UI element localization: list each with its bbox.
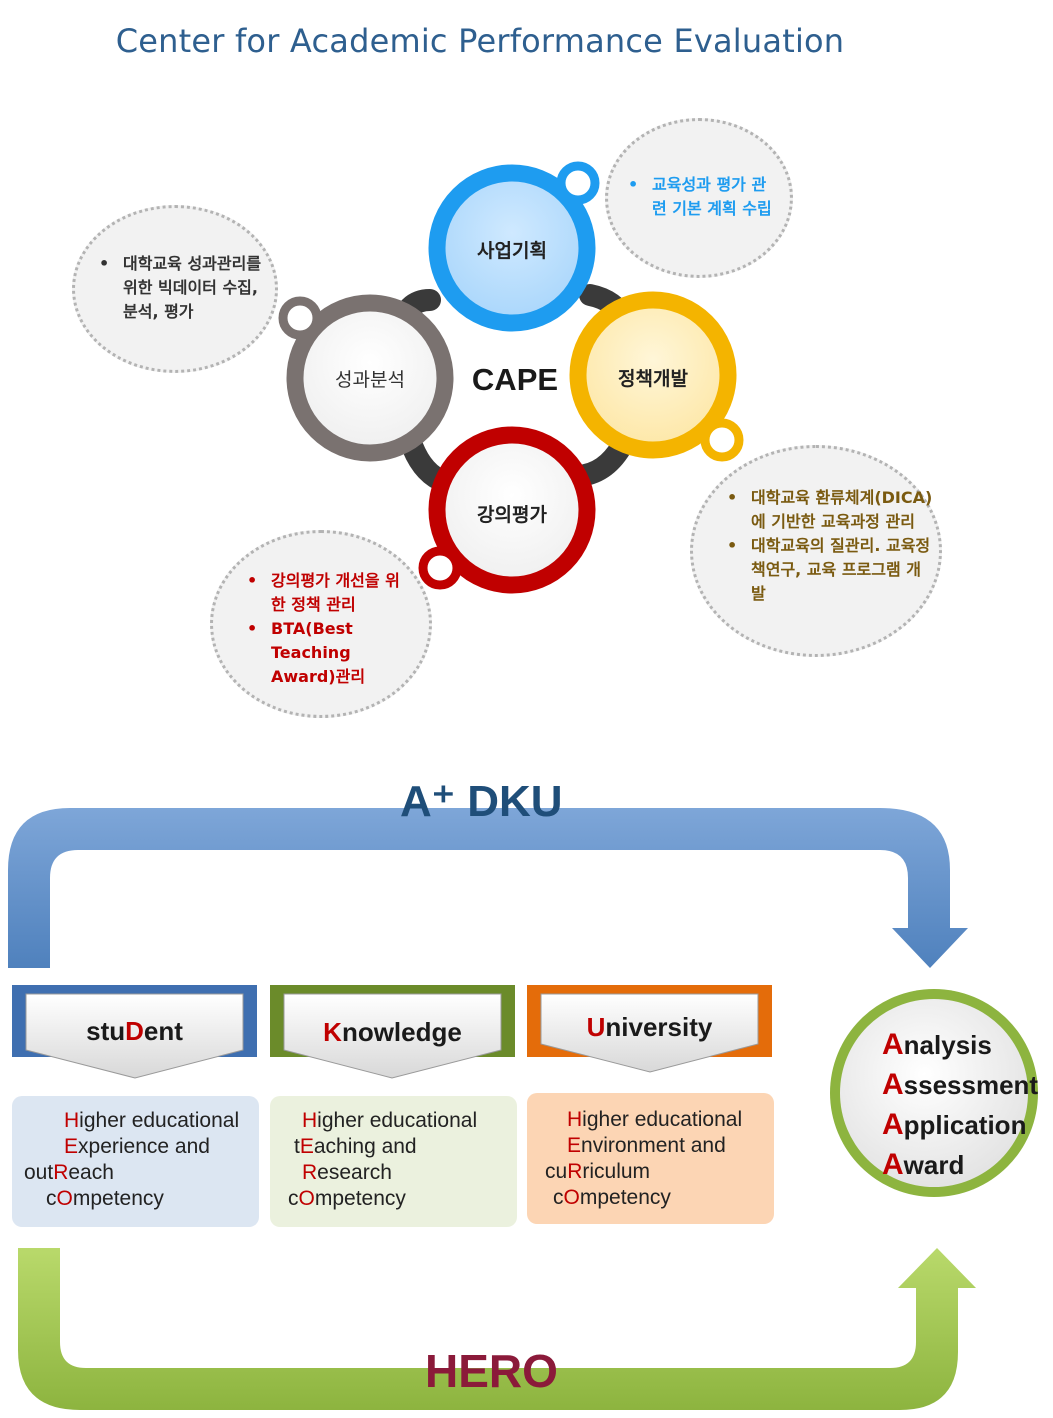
aplus-dku-label: A⁺ DKU (400, 777, 563, 826)
bubble-bottom-right: 대학교육 환류체계(DICA)에 기반한 교육과정 관리 대학교육의 질관리. … (690, 445, 942, 657)
node-top-label: 사업기획 (477, 240, 547, 262)
award-list: Analysis Assessment Application Award (882, 1025, 1038, 1185)
bubble-top-right-item: 교육성과 평가 관련 기본 계획 수립 (622, 173, 772, 221)
page-title: Center for Academic Performance Evaluati… (115, 22, 845, 60)
pillar-header-2 (270, 985, 515, 1079)
bubble-top-left: 대학교육 성과관리를 위한 빅데이터 수집, 분석, 평가 (72, 205, 278, 373)
pillar-1-title: stuDent (86, 1016, 183, 1046)
award-item-application: Application (882, 1108, 1027, 1141)
award-circle (830, 989, 1038, 1197)
bubble-bottom-left-item-1: 강의평가 개선을 위한 정책 관리 (241, 569, 411, 617)
node-right-label: 정책개발 (618, 368, 688, 390)
node-left-label: 성과분석 (335, 369, 405, 391)
node-bottom-label: 강의평가 (477, 504, 547, 526)
pillar-header-3 (527, 985, 772, 1073)
node-top-ring (428, 161, 600, 332)
node-bottom-ring (418, 426, 596, 594)
bubble-top-left-item: 대학교육 성과관리를 위한 빅데이터 수집, 분석, 평가 (93, 252, 263, 324)
bubble-bottom-right-item-2: 대학교육의 질관리. 교육정책연구, 교육 프로그램 개발 (721, 534, 933, 606)
cape-diagram (278, 161, 744, 594)
pillar-1-desc: Higher educational Experience and outRea… (12, 1096, 259, 1227)
pillar-3-title: University (586, 1012, 713, 1042)
hero-label: HERO (425, 1345, 558, 1397)
award-item-assessment: Assessment (882, 1068, 1039, 1101)
top-arc-arrow (8, 808, 968, 968)
bubble-bottom-left-item-2: BTA(Best Teaching Award)관리 (241, 617, 391, 689)
pillar-2-title: Knowledge (323, 1017, 462, 1047)
pillar-3-desc: Higher educational Environment and cuRri… (527, 1093, 774, 1224)
award-item-analysis: Analysis (882, 1028, 992, 1061)
pillar-2-desc: Higher educational tEaching and Research… (270, 1096, 517, 1227)
bubble-bottom-right-item-1: 대학교육 환류체계(DICA)에 기반한 교육과정 관리 (721, 486, 933, 534)
bubble-bottom-left: 강의평가 개선을 위한 정책 관리 BTA(Best Teaching Awar… (210, 530, 432, 718)
node-right-ring (569, 291, 744, 462)
award-item-award: Award (882, 1148, 965, 1181)
bottom-arc-arrow (18, 1248, 976, 1410)
bubble-top-right: 교육성과 평가 관련 기본 계획 수립 (605, 118, 793, 278)
cape-center-label: CAPE (471, 362, 559, 397)
aplus-diagram (8, 808, 1038, 1410)
pillar-header-1 (12, 985, 257, 1079)
node-left-ring (278, 294, 454, 462)
